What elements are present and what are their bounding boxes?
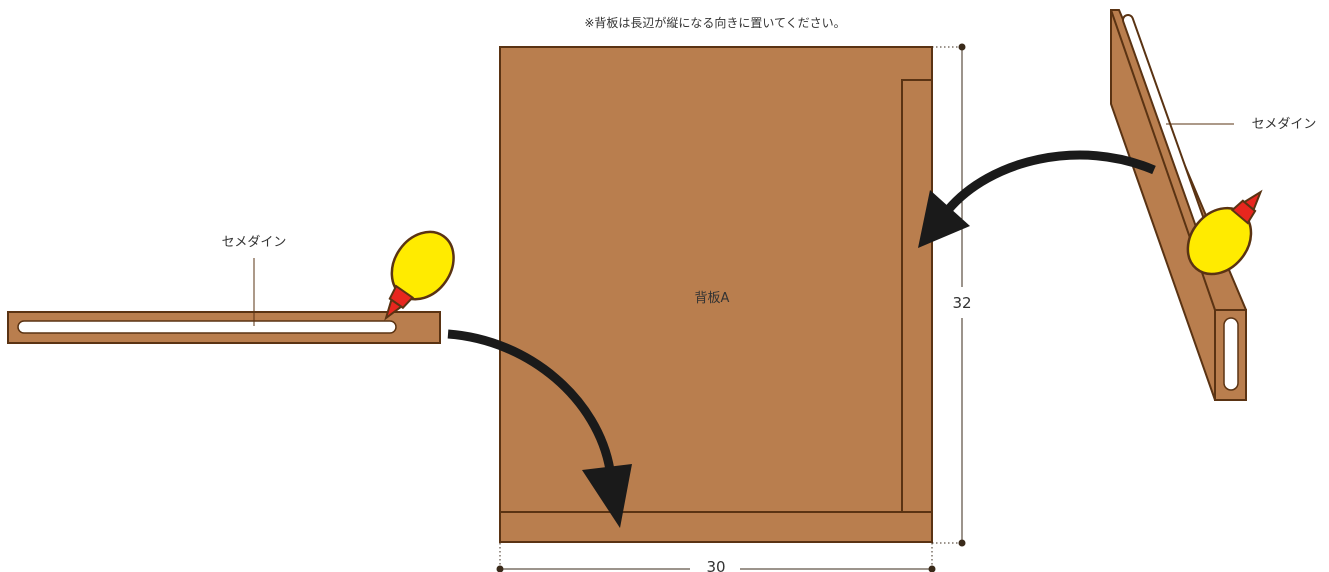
right-strip: セメダイン (1110, 9, 1317, 401)
orientation-note: ※背板は長辺が縦になる向きに置いてください。 (584, 15, 845, 30)
back-panel-label: 背板A (695, 291, 730, 306)
width-dimension: 30 (496, 543, 936, 572)
right-glue-label: セメダイン (1252, 117, 1317, 132)
left-glue-label: セメダイン (222, 235, 287, 250)
left-glue-line (17, 320, 397, 334)
back-panel-board (499, 46, 933, 514)
height-dimension-label: 32 (952, 294, 971, 312)
height-dimension: 32 (932, 43, 972, 547)
left-strip: セメダイン (7, 218, 468, 344)
back-panel: 背板A (499, 46, 933, 543)
bottom-strip-attached (499, 511, 933, 543)
side-strip-attached (901, 79, 933, 513)
left-arrow-icon (447, 329, 632, 528)
right-arrow-icon (918, 150, 1156, 248)
width-dimension-label: 30 (706, 558, 725, 572)
